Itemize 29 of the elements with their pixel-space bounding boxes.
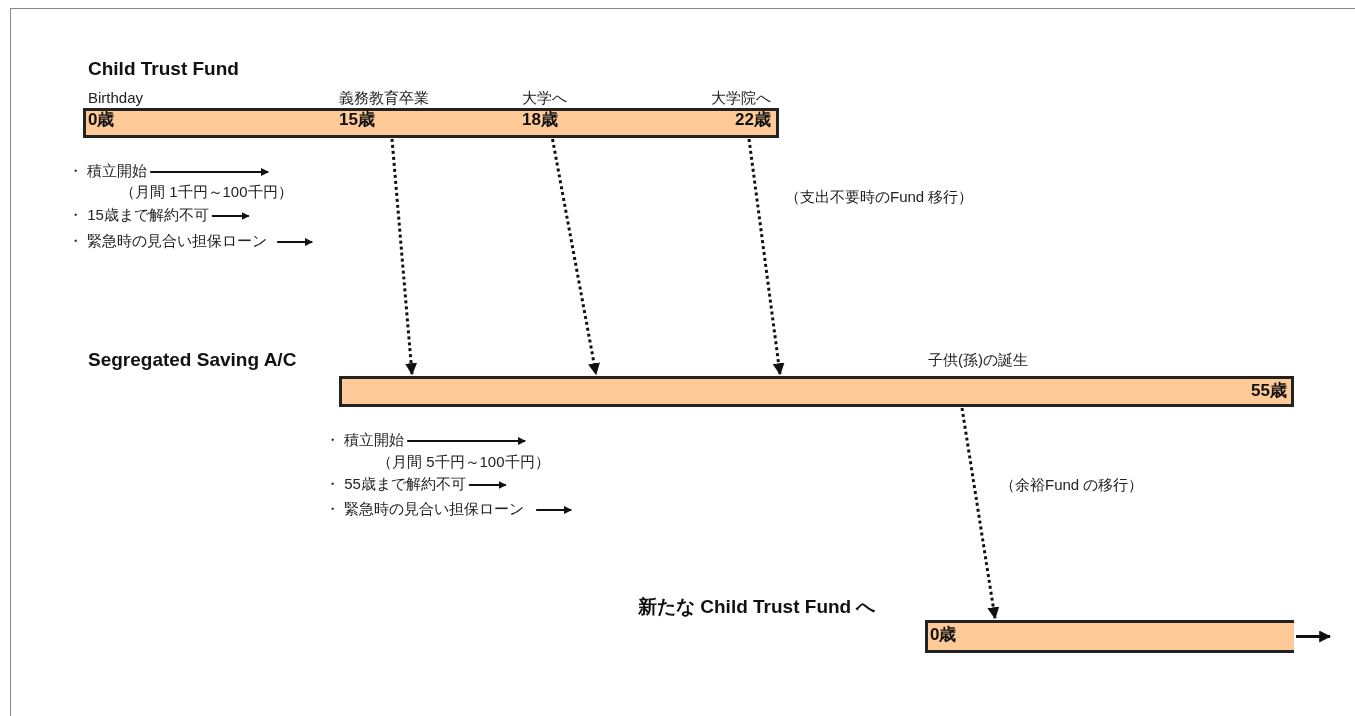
note-text: 子供(孫)の誕生 — [928, 351, 1028, 370]
milestone-label: 大学院へ — [711, 88, 771, 108]
age-label: 18歳 — [522, 109, 558, 131]
milestone-label: 大学へ — [522, 88, 567, 108]
age-label: 0歳 — [88, 109, 115, 131]
edge-label: （余裕Fund の移行） — [1000, 476, 1144, 495]
note-text: ・ 緊急時の見合い担保ローン — [325, 500, 525, 519]
timeline-title: Child Trust Fund — [88, 58, 239, 80]
note-text: ・ 55歳まで解約不可 — [325, 475, 466, 494]
arrow — [1296, 630, 1332, 643]
arrow — [551, 138, 600, 376]
age-label: 22歳 — [735, 109, 771, 131]
arrow — [960, 407, 1000, 620]
arrow — [747, 138, 785, 376]
timeline-title: Segregated Saving A/C — [88, 349, 297, 371]
note-text: （月間 5千円～100千円） — [377, 453, 550, 472]
milestone-label: 義務教育卒業 — [339, 88, 429, 108]
note-text: ・ 積立開始 — [68, 162, 148, 181]
note-text: ・ 緊急時の見合い担保ローン — [68, 232, 268, 251]
age-label: 15歳 — [339, 109, 375, 131]
note-text: ・ 積立開始 — [325, 431, 405, 450]
age-label: 0歳 — [930, 624, 957, 646]
age-label: 55歳 — [1251, 380, 1287, 402]
edge-label: （支出不要時のFund 移行） — [785, 188, 974, 207]
arrow — [390, 138, 418, 376]
note-text: ・ 15歳まで解約不可 — [68, 206, 209, 225]
timeline-title: 新たな Child Trust Fund へ — [638, 595, 876, 619]
note-text: （月間 1千円～100千円） — [120, 183, 293, 202]
milestone-label: Birthday — [88, 88, 144, 108]
